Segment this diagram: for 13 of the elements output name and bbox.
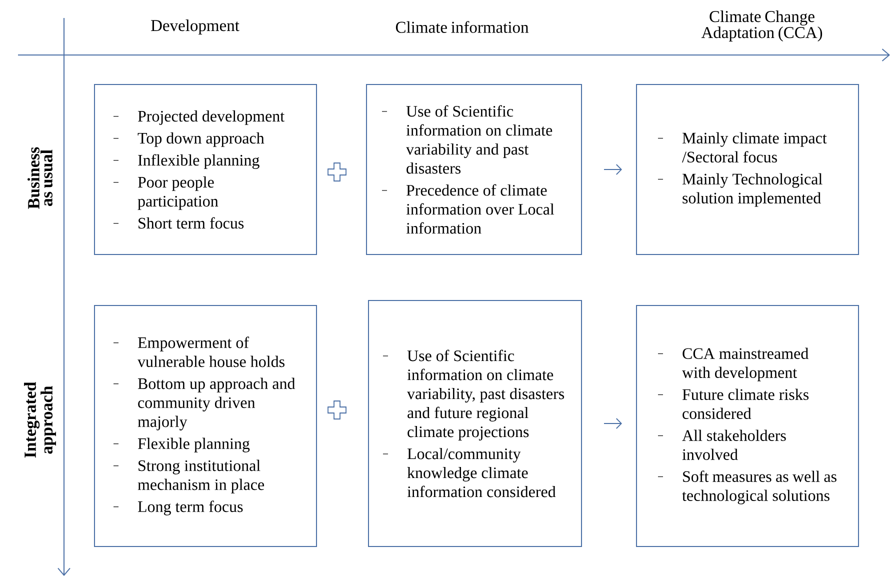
list-box: Use of Scientific information on climate variability, past disasters and future regional climate projections Local/community knowledge climate information considered xyxy=(368,300,582,547)
list-box: CCA mainstreamed with development Future climate risks considered All stakeholders involved Soft measures as well as technological solutions xyxy=(636,305,860,547)
row-label: Integrated approach xyxy=(24,382,56,458)
column-heading: Development xyxy=(151,20,240,34)
list-box: Projected development Top down approach Inflexible planning Poor people participation Short term focus xyxy=(94,84,317,255)
list-box: Use of Scientific information on climate variability and past disasters Precedence of climate information over Local information xyxy=(366,84,582,255)
arrow xyxy=(604,418,622,429)
row-label: Business as usual xyxy=(28,147,52,209)
arrow xyxy=(604,164,622,175)
list-box: Empowerment of vulnerable house holds Bottom up approach and community driven majorly Flexible planning Strong institutional mechanism in place Long term focus xyxy=(94,305,317,547)
column-heading: Climate Change Adaptation (CCA) xyxy=(701,10,822,42)
column-heading: Climate information xyxy=(396,21,529,33)
list-box: Mainly climate impact /Sectoral focus Mainly Technological solution implemented xyxy=(636,84,860,255)
